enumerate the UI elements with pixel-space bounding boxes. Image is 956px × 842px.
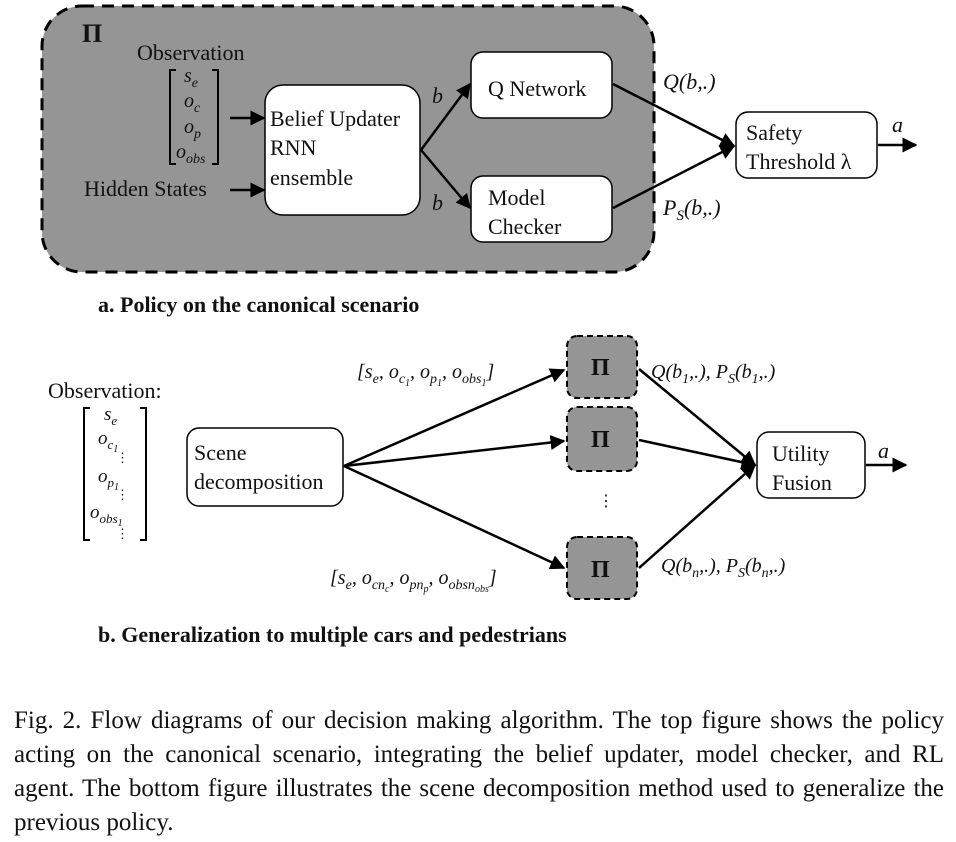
bottom-obs-bracket-right xyxy=(140,407,147,541)
q-network-label: Q Network xyxy=(488,76,586,101)
safety-line-1: Safety xyxy=(746,120,802,145)
bottom-obs-se: se xyxy=(104,404,117,428)
input-label-top: [se, oc1, op1, oobs1] xyxy=(357,361,494,389)
top-action-label: a xyxy=(892,112,903,137)
scene-decomp-line-1: Scene xyxy=(194,440,247,465)
output-label-top: Q(b1,.), PS(b1,.) xyxy=(651,361,776,387)
top-obs-oobs: oobs xyxy=(176,141,206,167)
policy-box-2-label: Π xyxy=(591,427,610,453)
bottom-observation-label: Observation: xyxy=(48,378,162,403)
belief-label-lower: b xyxy=(432,190,443,215)
bottom-obs-oc1: oc1 xyxy=(98,428,118,455)
policy-pi-label: Π xyxy=(82,19,102,48)
top-obs-bracket-right xyxy=(212,69,219,165)
output-label-bottom: Q(bn,.), PS(bn,.) xyxy=(661,555,786,581)
bottom-obs-dots-2: ⋮ xyxy=(116,487,129,502)
arrow-pi-1-to-fusion xyxy=(638,368,757,466)
scene-decomp-line-2: decomposition xyxy=(194,469,324,494)
safety-threshold-box xyxy=(735,111,878,179)
arrow-decomp-to-pi-1 xyxy=(343,368,566,468)
scene-decomposition-box xyxy=(186,427,344,507)
q-network-box xyxy=(470,51,613,119)
bottom-obs-op1: op1 xyxy=(98,466,119,493)
policy-box-1 xyxy=(566,335,638,399)
top-obs-bracket-left xyxy=(169,69,176,165)
bottom-action-label: a xyxy=(878,438,889,463)
q-output-label: Q(b,.) xyxy=(663,69,716,94)
utility-line-1: Utility xyxy=(772,441,829,466)
arrow-decomp-to-pi-2 xyxy=(343,435,566,468)
policy-box-n xyxy=(566,536,638,600)
top-obs-op: op xyxy=(184,116,201,142)
top-obs-oc: oc xyxy=(184,90,201,116)
policy-box-1-label: Π xyxy=(591,355,610,381)
model-checker-line-1: Model xyxy=(488,185,545,210)
utility-line-2: Fusion xyxy=(772,470,832,495)
policy-dots: ⋮ xyxy=(598,493,614,510)
utility-fusion-box xyxy=(756,431,866,499)
belief-updater-line-3: ensemble xyxy=(270,165,353,190)
arrow-pi-n-to-fusion xyxy=(638,464,757,569)
arrow-belief-to-q xyxy=(419,82,472,151)
arrow-q-to-safety xyxy=(612,82,736,148)
arrow-pi-2-to-fusion xyxy=(638,438,757,470)
bottom-obs-bracket-left xyxy=(83,407,90,541)
figure-caption: Fig. 2. Flow diagrams of our decision ma… xyxy=(14,707,944,836)
hidden-states-label: Hidden States xyxy=(84,176,207,201)
top-observation-label: Observation xyxy=(137,40,245,65)
ps-output-label: PS(b,.) xyxy=(662,195,721,224)
policy-box-2 xyxy=(566,406,638,472)
bottom-obs-oobs1: oobs1 xyxy=(90,502,123,529)
model-checker-box xyxy=(470,175,613,243)
safety-line-2: Threshold λ xyxy=(746,149,852,174)
bottom-obs-dots-3: ⋮ xyxy=(116,526,129,541)
top-subcaption: a. Policy on the canonical scenario xyxy=(98,292,419,317)
belief-label-upper: b xyxy=(432,83,443,108)
flow-diagram: Π Observation se oc op oobs Hidden State… xyxy=(40,4,918,647)
arrow-checker-to-safety xyxy=(612,144,736,210)
belief-updater-line-2: RNN xyxy=(270,135,317,160)
arrow-decomp-to-pi-n xyxy=(343,464,566,570)
belief-updater-line-1: Belief Updater xyxy=(270,106,401,131)
policy-box-n-label: Π xyxy=(591,557,610,583)
model-checker-line-2: Checker xyxy=(488,214,562,239)
arrow-belief-to-checker xyxy=(420,149,471,210)
bottom-obs-dots-1: ⋮ xyxy=(116,450,129,465)
top-obs-se: se xyxy=(184,65,198,91)
input-label-bottom: [se, ocnc, opnp, oobsnobs] xyxy=(330,567,497,595)
bottom-subcaption: b. Generalization to multiple cars and p… xyxy=(98,622,567,647)
belief-updater-box xyxy=(264,84,421,216)
